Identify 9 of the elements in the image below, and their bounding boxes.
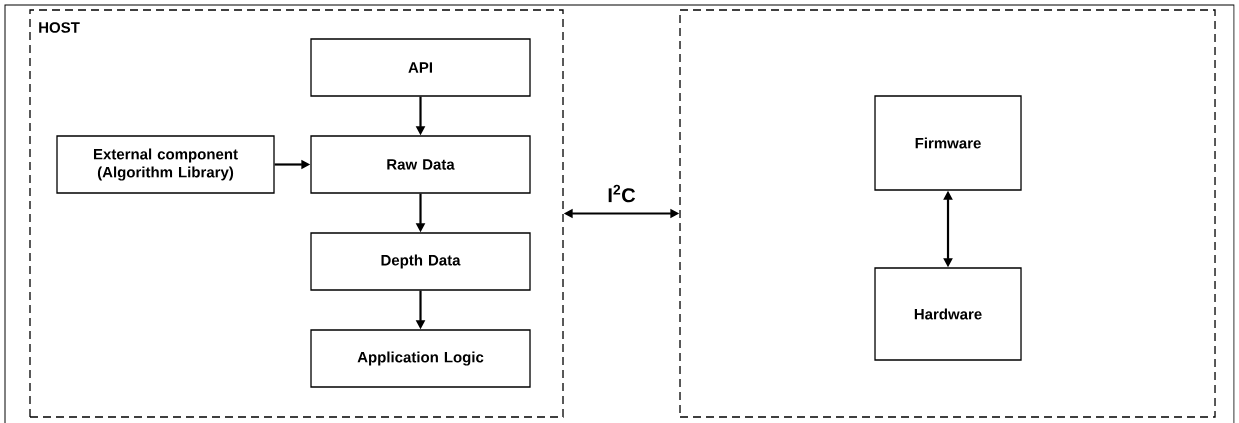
process-box: Hardware: [874, 267, 1022, 361]
process-box: API: [310, 38, 531, 97]
group-box: [679, 9, 1216, 418]
process-box: Application Logic: [310, 329, 531, 388]
process-box: External component (Algorithm Library): [56, 135, 275, 194]
process-box: Firmware: [874, 95, 1022, 191]
process-box: Depth Data: [310, 232, 531, 291]
process-box: Raw Data: [310, 135, 531, 194]
edge-label: I$^{2}$C: [606, 183, 637, 204]
